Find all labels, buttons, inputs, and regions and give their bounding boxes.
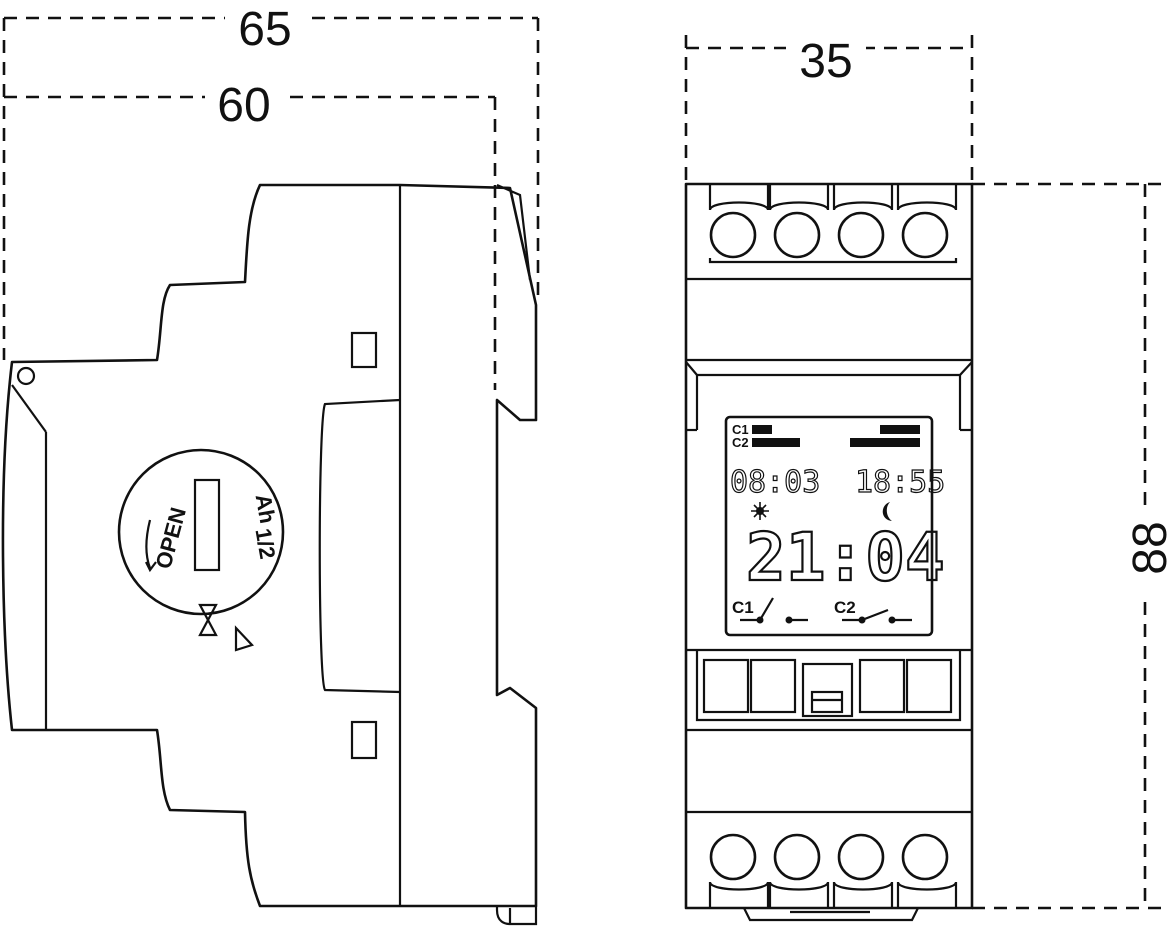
side-view: OPEN 1/2 Ah bbox=[1, 183, 538, 926]
front-view: C1 C2 08:03 18:55 21:04 C1 C2 bbox=[684, 182, 974, 922]
lcd-off-time: 18:55 bbox=[855, 465, 945, 500]
dimension-65: 65 bbox=[2, 0, 540, 360]
dimension-60-label: 60 bbox=[217, 79, 270, 132]
rotate-arrow-icon bbox=[145, 519, 157, 573]
lcd-display: C1 C2 08:03 18:55 21:04 C1 C2 bbox=[724, 415, 946, 637]
dimension-35: 35 bbox=[684, 30, 974, 183]
c2-program-bar-left bbox=[752, 438, 800, 447]
top-terminals bbox=[708, 184, 958, 264]
terminal-screw-icon bbox=[773, 211, 821, 259]
c1-program-bar-left bbox=[752, 425, 772, 434]
button-1[interactable] bbox=[702, 658, 750, 714]
dial-open-label: OPEN bbox=[151, 505, 191, 572]
button-panel bbox=[686, 650, 972, 732]
terminal-screw-icon bbox=[901, 211, 949, 259]
lcd-switch-c1-label: C1 bbox=[732, 598, 754, 617]
dimension-35-label: 35 bbox=[799, 35, 852, 88]
relay-c1-closed-icon bbox=[740, 597, 808, 624]
dimension-88: 88 bbox=[972, 182, 1170, 910]
lcd-c2-bar-label: C2 bbox=[732, 435, 749, 450]
triangle-marker-icon bbox=[234, 625, 255, 652]
button-2[interactable] bbox=[749, 658, 797, 714]
terminal-screw-icon bbox=[709, 211, 757, 259]
lcd-on-time: 08:03 bbox=[730, 465, 820, 500]
c1-program-bar-right bbox=[880, 425, 920, 434]
sun-icon bbox=[751, 502, 769, 520]
button-3[interactable] bbox=[858, 658, 906, 714]
terminal-screw-icon bbox=[837, 833, 885, 881]
dimension-65-label: 65 bbox=[238, 3, 291, 56]
lcd-switch-c2-label: C2 bbox=[834, 598, 856, 617]
terminal-screw-icon bbox=[773, 833, 821, 881]
dial-unit-label: Ah bbox=[251, 492, 281, 525]
dimension-60: 60 bbox=[4, 75, 497, 390]
lcd-current-time: 21:04 bbox=[746, 519, 945, 596]
terminal-screw-icon bbox=[901, 833, 949, 881]
moon-icon bbox=[882, 502, 892, 521]
battery-dial: OPEN 1/2 Ah bbox=[117, 448, 285, 652]
button-4[interactable] bbox=[905, 658, 953, 714]
terminal-screw-icon bbox=[837, 211, 885, 259]
dimension-88-label: 88 bbox=[1124, 521, 1170, 574]
dial-fraction-label: 1/2 bbox=[250, 526, 280, 560]
terminal-screw-icon bbox=[709, 833, 757, 881]
reset-slot[interactable] bbox=[801, 662, 854, 718]
c2-program-bar-right bbox=[850, 438, 920, 447]
pointer-marker-icon bbox=[198, 603, 218, 637]
lcd-c1-bar-label: C1 bbox=[732, 422, 749, 437]
bottom-terminals bbox=[708, 833, 958, 922]
relay-c2-open-icon bbox=[842, 608, 912, 624]
